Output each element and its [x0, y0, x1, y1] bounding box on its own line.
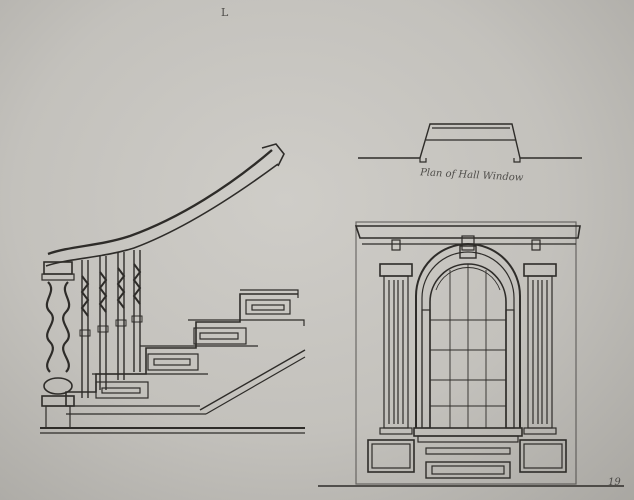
sheet-letter-mark: L: [221, 6, 229, 19]
page-number: 19: [608, 477, 621, 488]
window-elevation: [318, 221, 624, 487]
window-plan: [358, 123, 582, 163]
stair-elevation: [40, 143, 306, 434]
